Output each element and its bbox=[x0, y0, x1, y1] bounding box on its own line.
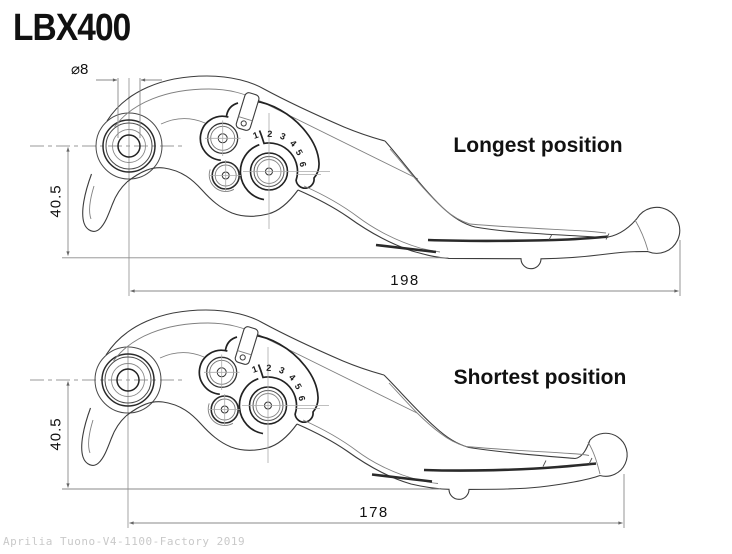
svg-text:3: 3 bbox=[279, 131, 288, 142]
svg-text:2: 2 bbox=[266, 363, 272, 373]
adjuster-dial-numbers: 1 2 3 4 5 6 bbox=[252, 129, 309, 168]
height-dimension-label-shortest: 40.5 bbox=[47, 417, 65, 451]
svg-text:4: 4 bbox=[288, 138, 298, 149]
adjuster-dial-numbers: 1 2 3 4 5 6 bbox=[251, 363, 308, 402]
length-dimension-label-shortest: 178 bbox=[359, 504, 389, 521]
diameter-dimension-label: ⌀8 bbox=[71, 61, 89, 78]
length-dimension-label-longest: 198 bbox=[390, 272, 420, 289]
svg-text:5: 5 bbox=[294, 148, 305, 157]
position-caption-shortest: Shortest position bbox=[453, 366, 627, 389]
svg-text:2: 2 bbox=[267, 129, 273, 139]
svg-text:1: 1 bbox=[251, 364, 259, 375]
svg-text:6: 6 bbox=[297, 161, 308, 168]
dimension-lines-shortest bbox=[62, 381, 625, 528]
svg-text:5: 5 bbox=[293, 382, 304, 391]
svg-text:4: 4 bbox=[287, 372, 297, 383]
svg-text:1: 1 bbox=[252, 130, 260, 141]
lever-shortest: 1 2 3 4 5 6 bbox=[30, 309, 628, 528]
height-dimension-label-longest: 40.5 bbox=[47, 184, 65, 218]
svg-text:3: 3 bbox=[278, 365, 287, 376]
dimension-lines-longest bbox=[62, 78, 681, 296]
lever-longest: 1 2 3 4 5 6 bbox=[30, 75, 681, 296]
position-caption-longest: Longest position bbox=[453, 134, 623, 157]
svg-text:6: 6 bbox=[296, 395, 307, 402]
page-title: LBX400 bbox=[13, 7, 131, 49]
watermark-text: Aprilia Tuono-V4-1100-Factory 2019 bbox=[3, 535, 246, 548]
